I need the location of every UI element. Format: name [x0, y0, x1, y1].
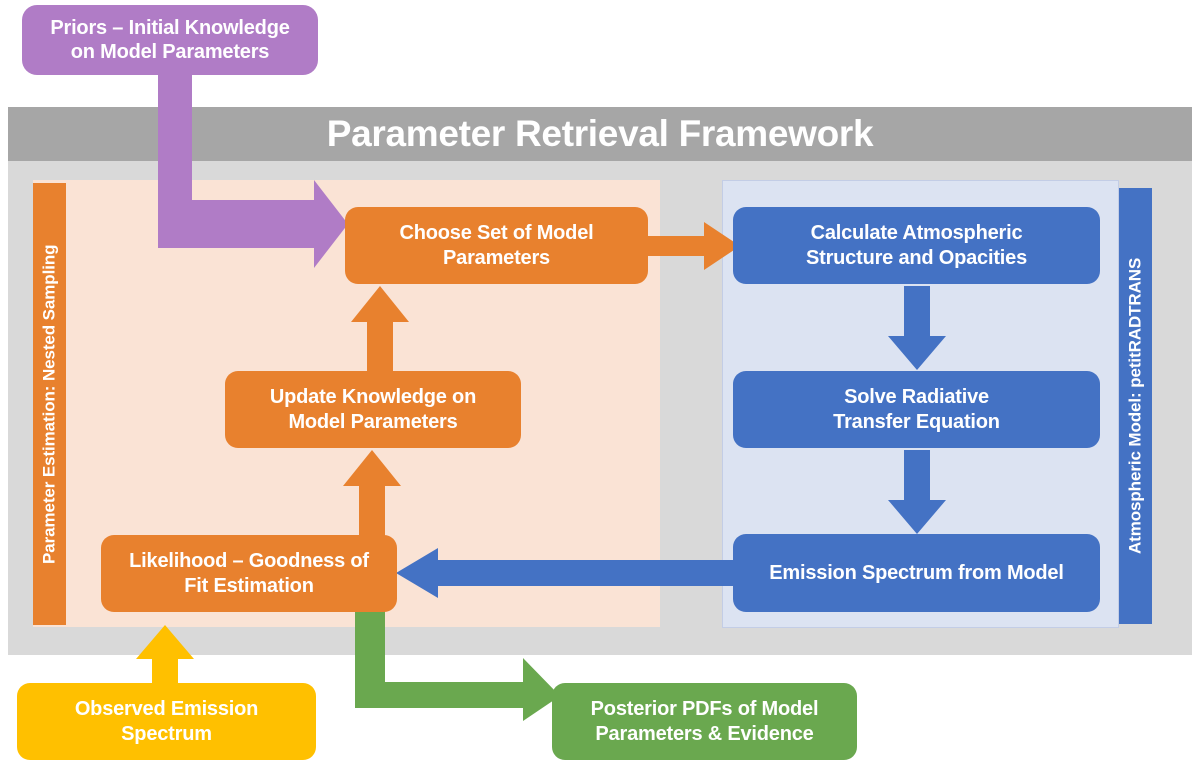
node-likelihood-label: Likelihood – Goodness of Fit Estimation [129, 550, 369, 597]
node-posterior-pdfs[interactable]: Posterior PDFs of Model Parameters & Evi… [552, 683, 857, 760]
node-priors[interactable]: Priors – Initial Knowledge on Model Para… [22, 5, 318, 75]
priors-to-choose-arrow [148, 72, 348, 287]
node-update-knowledge[interactable]: Update Knowledge on Model Parameters [225, 371, 521, 448]
node-solve-radiative-transfer[interactable]: Solve Radiative Transfer Equation [733, 371, 1100, 448]
node-likelihood[interactable]: Likelihood – Goodness of Fit Estimation [101, 535, 397, 612]
node-calculate-atmospheric-structure[interactable]: Calculate Atmospheric Structure and Opac… [733, 207, 1100, 284]
likelihood-to-posterior-arrow [355, 606, 560, 721]
node-posterior-label: Posterior PDFs of Model Parameters & Evi… [590, 698, 819, 745]
node-observed-label: Observed Emission Spectrum [74, 698, 259, 745]
observed-to-likelihood-arrow [136, 625, 194, 685]
likelihood-to-update-arrow [343, 450, 401, 536]
update-to-choose-arrow [351, 286, 409, 372]
node-priors-label: Priors – Initial Knowledge on Model Para… [50, 16, 290, 63]
node-update-label: Update Knowledge on Model Parameters [269, 386, 477, 433]
choose-to-calculate-arrow [648, 222, 740, 270]
calculate-to-solve-arrow [888, 286, 946, 370]
node-choose-label: Choose Set of Model Parameters [399, 222, 594, 269]
emission-to-likelihood-arrow [396, 548, 736, 598]
node-emission-spectrum-from-model[interactable]: Emission Spectrum from Model [733, 534, 1100, 612]
framework-header-bar [8, 107, 1192, 161]
node-emission-model-label: Emission Spectrum from Model [769, 561, 1064, 584]
node-choose-model-parameters[interactable]: Choose Set of Model Parameters [345, 207, 648, 284]
node-observed-emission-spectrum[interactable]: Observed Emission Spectrum [17, 683, 316, 760]
node-solve-label: Solve Radiative Transfer Equation [833, 386, 1000, 433]
node-calculate-label: Calculate Atmospheric Structure and Opac… [805, 222, 1027, 269]
parameter-estimation-label: Parameter Estimation: Nested Sampling [33, 183, 66, 625]
atmospheric-model-label: Atmospheric Model: petitRADTRANS [1119, 188, 1152, 624]
framework-title: Parameter Retrieval Framework [326, 113, 874, 154]
solve-to-emission-arrow [888, 450, 946, 534]
